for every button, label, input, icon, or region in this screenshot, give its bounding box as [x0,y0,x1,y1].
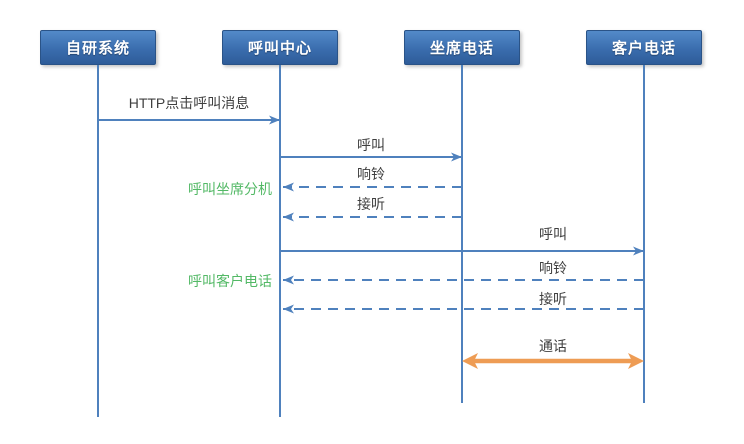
message-label-call-customer: 呼叫 [539,226,567,242]
message-label-ring-agent: 响铃 [357,166,385,182]
lifeline-customer-phone [643,65,645,403]
annotation-call-agent-extension: 呼叫坐席分机 [188,181,272,197]
lifeline-agent-phone [461,65,463,403]
talk-arrowhead-left [462,353,478,369]
message-label-answer-agent: 接听 [357,196,385,212]
arrow-talk-double [462,353,644,369]
actor-box-customer-phone: 客户电话 [586,30,702,65]
actor-box-self-system: 自研系统 [40,30,156,65]
actor-label: 呼叫中心 [247,40,312,57]
talk-arrowhead-right [628,353,644,369]
actor-box-call-center: 呼叫中心 [222,30,338,65]
actor-label: 坐席电话 [429,40,494,57]
lifeline-self-system [97,65,99,417]
message-label-ring-customer: 响铃 [539,260,567,276]
lifeline-call-center [279,65,281,417]
actor-label: 自研系统 [65,40,130,57]
annotation-call-customer-phone: 呼叫客户电话 [188,273,272,289]
message-label-http: HTTP点击呼叫消息 [128,95,250,111]
message-label-answer-customer: 接听 [539,291,567,307]
message-label-talk: 通话 [539,338,567,354]
message-label-call-agent: 呼叫 [357,137,385,153]
actor-label: 客户电话 [611,40,676,57]
actor-box-agent-phone: 坐席电话 [404,30,520,65]
